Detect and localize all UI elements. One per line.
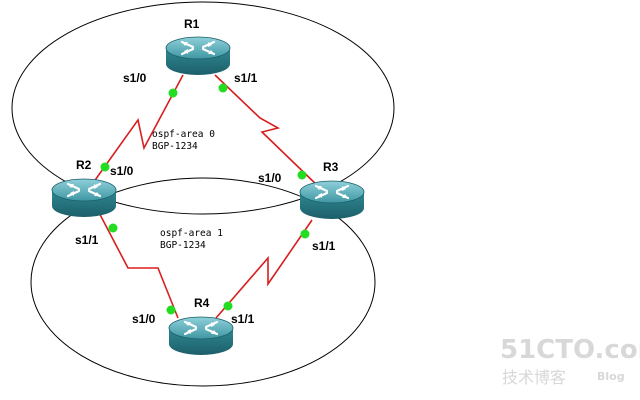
router-icon [298,179,366,221]
area1-label-ospf: ospf-area 1 [160,228,223,239]
port-label-r2-s10: s1/0 [110,164,134,178]
link-r2-r4 [94,204,179,319]
watermark-sub: 技术博客 [502,368,566,387]
router-icon [164,35,232,77]
port-dot-r1-s11 [218,83,228,93]
port-label-r2-s11: s1/1 [75,233,99,247]
port-label-r1-s10: s1/0 [123,71,147,85]
router-r2-label: R2 [76,158,92,172]
router-icon [167,315,235,357]
watermark-brand: 51CTO.com [500,335,640,365]
watermark-blog: Blog [597,370,625,383]
port-label-r4-s11: s1/1 [231,312,255,326]
port-dots [100,83,310,315]
port-dot-r4-s11 [223,301,233,311]
port-dot-r4-s10 [166,305,176,315]
link-r3-r4 [215,219,313,319]
port-dot-r3-s10 [297,170,307,180]
area0-label-ospf: ospf-area 0 [152,129,215,140]
port-label-r3-s11: s1/1 [312,239,336,253]
router-r4-label: R4 [194,296,210,310]
port-dot-r2-s10 [100,162,110,172]
port-label-r3-s10: s1/0 [258,171,282,185]
link-r1-r2 [87,74,184,191]
port-label-r1-s11: s1/1 [234,71,258,85]
router-r1[interactable] [164,35,232,77]
router-r4[interactable] [167,315,235,357]
area1-ellipse [30,177,376,387]
router-r1-label: R1 [184,17,200,31]
link-r1-r3 [214,74,321,189]
port-label-r4-s10: s1/0 [132,312,156,326]
port-dot-r3-s11 [300,229,310,239]
area0-ellipse [11,1,395,215]
port-dot-r2-s11 [108,223,118,233]
router-r2[interactable] [50,177,118,219]
area1-label-bgp: BGP-1234 [160,240,206,251]
port-dot-r1-s10 [168,88,178,98]
router-icon [50,177,118,219]
router-r3-label: R3 [323,160,339,174]
router-r3[interactable] [298,179,366,221]
area0-label-bgp: BGP-1234 [152,141,198,152]
watermark: 51CTO.com 技术博客 Blog [500,335,640,387]
serial-links [87,74,321,319]
